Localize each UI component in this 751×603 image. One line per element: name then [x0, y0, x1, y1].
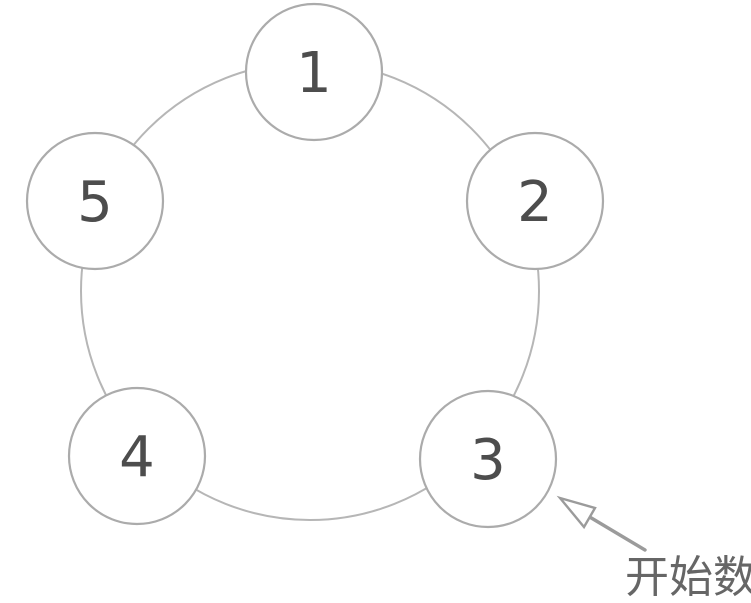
annotation-label: 开始数: [625, 552, 751, 603]
node-2: 2: [465, 131, 605, 271]
node-circle-4: [67, 386, 207, 526]
arrow-shaft: [586, 514, 647, 552]
node-circle-3: [418, 389, 558, 529]
node-1: 1: [244, 2, 384, 142]
node-5: 5: [25, 131, 165, 271]
node-label-1: 1: [296, 41, 332, 106]
node-4: 4: [67, 386, 207, 526]
start-arrow: [556, 495, 647, 552]
node-3: 3: [418, 389, 558, 529]
arrow-head-icon: [556, 495, 597, 530]
node-label-3: 3: [470, 428, 506, 493]
node-circle-1: [244, 2, 384, 142]
node-label-2: 2: [517, 170, 553, 235]
node-label-5: 5: [77, 170, 113, 235]
node-circle-5: [25, 131, 165, 271]
node-label-4: 4: [119, 425, 155, 490]
node-circle-2: [465, 131, 605, 271]
